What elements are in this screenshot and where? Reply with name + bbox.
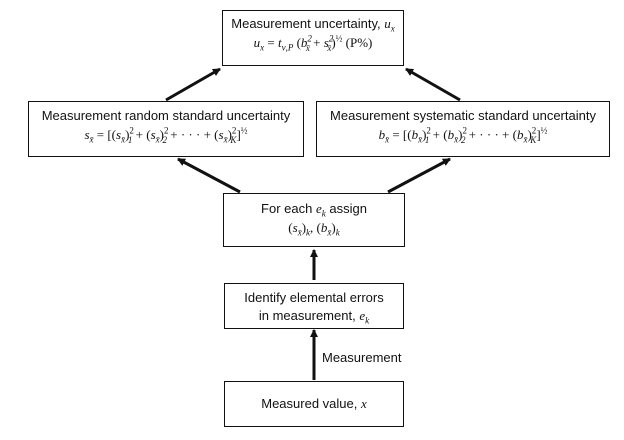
identify-errors-box: Identify elemental errors in measurement…: [224, 283, 404, 329]
arrow-systematic-to-top: [405, 67, 461, 102]
systematic-uncertainty-box: Measurement systematic standard uncertai…: [316, 101, 610, 157]
assign-box: For each ek assign (sx̄)k, (bx̄)k: [223, 193, 405, 247]
measurement-edge-label: Measurement: [322, 350, 402, 365]
measured-value-box: Measured value, x: [224, 381, 404, 427]
identify-errors-line1: Identify elemental errors: [244, 290, 384, 305]
assign-equation: (sx̄)k, (bx̄)k: [288, 220, 340, 238]
identify-errors-line2: in measurement, ek: [258, 308, 370, 326]
systematic-uncertainty-equation: bx̄ = [(bx̄)21 + (bx̄)22 + · · · + (bx̄)…: [378, 125, 548, 145]
arrow-random-to-top: [165, 67, 221, 102]
measurement-uncertainty-equation: ux = tν,P (b2x̄ + s2x̄)½ (P%): [253, 33, 373, 53]
arrow-assign-to-systematic: [387, 157, 451, 194]
random-uncertainty-equation: sx̄ = [(sx̄)21 + (sx̄)22 + · · · + (sx̄)…: [84, 125, 248, 145]
measurement-uncertainty-box: Measurement uncertainty, ux ux = tν,P (b…: [222, 10, 404, 66]
random-uncertainty-title: Measurement random standard uncertainty: [41, 108, 291, 123]
assign-title: For each ek assign: [261, 201, 367, 219]
measurement-uncertainty-title: Measurement uncertainty, ux: [231, 16, 395, 34]
measured-value-title: Measured value, x: [261, 396, 367, 411]
random-uncertainty-box: Measurement random standard uncertainty …: [28, 101, 304, 157]
systematic-uncertainty-title: Measurement systematic standard uncertai…: [330, 108, 596, 123]
arrow-assign-to-random: [177, 157, 241, 194]
